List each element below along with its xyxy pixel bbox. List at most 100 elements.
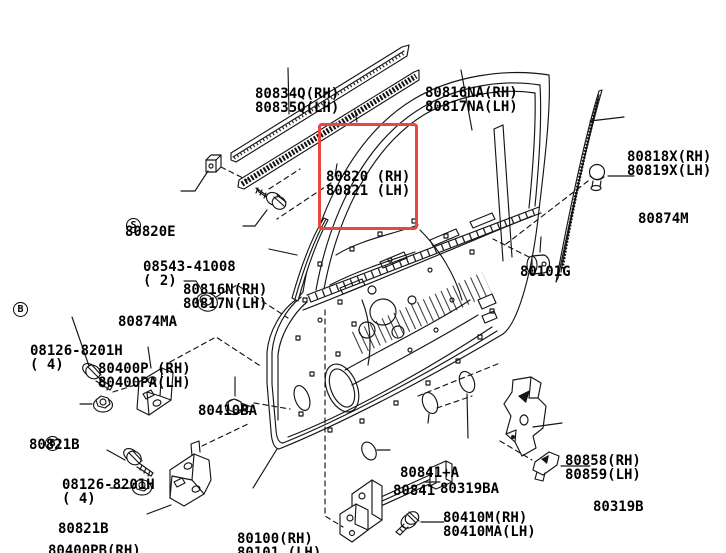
part-number-text: 80101 (LH) (237, 545, 322, 553)
part-number-text: ( 2) (143, 273, 177, 289)
nut-80821b-upper-drawing (92, 395, 114, 413)
part-label-80874MA[interactable]: 80874MA (118, 273, 177, 357)
part-number-lines: 80816NA(RH)80817NA(LH) (425, 86, 518, 114)
part-number-lines: 80410BA (198, 404, 257, 418)
grommet-80874m-drawing (588, 163, 606, 192)
bracket-80858-drawing (503, 376, 547, 457)
part-number-lines: 08543-41008( 2) (143, 260, 236, 288)
part-number-text: 80319B (593, 499, 644, 515)
part-label-80821Bb[interactable]: 80821B (58, 480, 109, 553)
part-number-text: 80410MA(LH) (443, 524, 536, 540)
part-label-80400P[interactable]: 80400P (RH)80400PA(LH) (98, 320, 191, 418)
part-number-text: 08543-41008 (143, 259, 236, 275)
part-number-text: 80858(RH) (565, 453, 641, 469)
prefix-circle: B (45, 436, 60, 451)
part-number-lines: 08126-8201H( 4) (62, 478, 155, 506)
part-number-lines: 80834Q(RH)80835Q(LH) (255, 87, 339, 115)
weatherstrip-80820-drawing (237, 69, 420, 190)
part-label-08543[interactable]: S 08543-41008( 2) (126, 218, 236, 316)
part-number-text: 80818X(RH) (627, 149, 712, 165)
assembly-dashed-lines (112, 166, 589, 528)
part-number-text: 08126-8201H (30, 343, 123, 359)
part-label-80410BA[interactable]: 80410BA (198, 362, 257, 446)
part-number-lines: 80400P (RH)80400PA(LH) (98, 362, 191, 390)
part-number-text: ( 4) (62, 491, 96, 507)
part-number-text: 80841 (393, 483, 436, 499)
part-label-80858[interactable]: 80858(RH)80859(LH) (565, 412, 641, 510)
weatherstrip-80834q-drawing (230, 44, 410, 163)
part-label-80400PB[interactable]: 80400PB(RH)80400PC(LH) (48, 502, 141, 553)
part-label-80100[interactable]: 80100(RH)80101 (LH) (237, 490, 321, 553)
part-label-08126b[interactable]: B 08126-8201H( 4) (45, 436, 155, 534)
grommet-oval-80841-drawing (361, 441, 377, 461)
hinge-upper-80400p-drawing (136, 367, 174, 416)
grommet-oval-80319ba-drawing (458, 370, 476, 394)
grommet-80101g-drawing (526, 254, 551, 275)
part-label-08126a[interactable]: B 08126-8201H( 4) (13, 302, 123, 400)
part-number-text: 80834Q(RH) (255, 86, 340, 102)
part-label-80319B[interactable]: 80319B (593, 458, 644, 542)
part-number-lines: 80816N(RH)80817N(LH) (183, 283, 267, 311)
part-label-80816N[interactable]: 80816N(RH)80817N(LH) (183, 241, 267, 339)
part-number-text: 80820 (RH) (326, 169, 411, 185)
part-label-80820[interactable]: 80820 (RH)80821 (LH) (318, 123, 419, 230)
screw-08126-lower-drawing (123, 447, 154, 477)
part-number-text: 80400P (RH) (98, 361, 191, 377)
hinge-lower-80400pb-drawing (169, 440, 212, 507)
part-number-lines: 80820 (RH)80821 (LH) (326, 170, 410, 198)
bolt-80400b-drawing (395, 511, 420, 536)
part-number-text: 80100(RH) (237, 531, 313, 547)
part-number-text: 80101G (520, 264, 571, 280)
part-number-text: 08126-8201H (62, 477, 155, 493)
part-label-80400B[interactable]: 80400B (447, 514, 498, 553)
part-number-lines: 80874MA (118, 315, 177, 329)
part-label-80841A[interactable]: 80841+A (400, 424, 459, 508)
part-number-lines: 08126-8201H( 4) (30, 344, 123, 372)
part-number-text: 80816N(RH) (183, 282, 268, 298)
part-number-text: 80410BA (198, 403, 258, 419)
part-number-text: 80841+A (400, 465, 460, 481)
part-number-lines: 80100(RH)80101 (LH) (237, 532, 321, 553)
clip-80820e-drawing (205, 154, 222, 173)
part-label-80816NA[interactable]: 80816NA(RH)80817NA(LH) (425, 44, 518, 142)
part-number-text: 80817N(LH) (183, 296, 268, 312)
part-label-80818X[interactable]: 80818X(RH)80819X(LH) (627, 108, 711, 206)
sash-molding-80816n-drawing (291, 217, 329, 302)
part-number-text: 80821B (58, 521, 109, 537)
part-number-text: 80874M (638, 211, 689, 227)
corner-molding-80818x-drawing (555, 89, 603, 283)
part-number-lines: 80319BA (440, 482, 499, 496)
part-number-text: 80400PA(LH) (98, 375, 191, 391)
part-number-lines: 80841 (393, 484, 435, 498)
part-number-text: 80400PB(RH) (48, 543, 141, 553)
screw-08126-upper-drawing (82, 362, 113, 391)
part-number-text: 80410M(RH) (443, 510, 528, 526)
prefix-circle: B (13, 302, 28, 317)
part-number-text: 80859(LH) (565, 467, 641, 483)
screw-08543-drawing (255, 187, 287, 210)
part-label-80834Q[interactable]: 80834Q(RH)80835Q(LH) (255, 45, 339, 143)
part-number-text: 80817NA(LH) (425, 99, 518, 115)
door-assembly-drawing (266, 71, 550, 450)
prefix-circle: S (126, 218, 141, 233)
grommet-80874ma-drawing (196, 292, 218, 312)
part-label-80101G[interactable]: 80101G (520, 223, 571, 307)
part-number-text: 80835Q(LH) (255, 100, 340, 116)
part-number-text: 80319BA (440, 481, 500, 497)
part-label-80410M[interactable]: 80410M(RH)80410MA(LH) (443, 469, 536, 553)
part-number-lines: 80821B (58, 522, 109, 536)
door-inner-mechanism (293, 212, 498, 433)
part-number-lines: 80319B (593, 500, 644, 514)
part-label-80874M[interactable]: 80874M (638, 170, 689, 254)
nut-80821b-lower-drawing (131, 478, 153, 496)
part-label-80319BA[interactable]: 80319BA (440, 440, 499, 524)
check-link-80410m-drawing (339, 460, 453, 543)
part-number-text: ( 4) (30, 357, 64, 373)
part-number-lines: 80410M(RH)80410MA(LH) (443, 511, 536, 539)
clip-80319b-drawing (532, 451, 560, 482)
part-number-text: 80816NA(RH) (425, 85, 518, 101)
part-label-80841[interactable]: 80841 (393, 442, 435, 526)
